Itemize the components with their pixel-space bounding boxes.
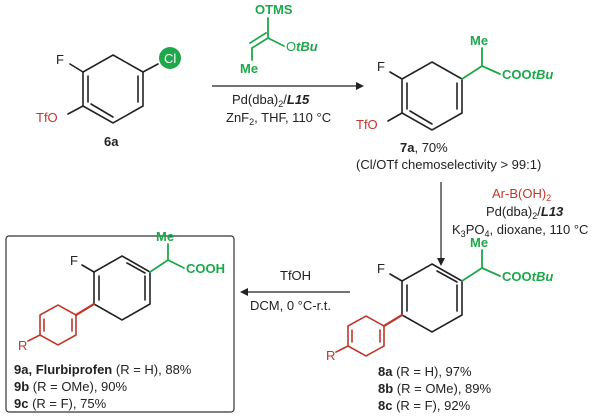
me-label: Me [156, 229, 174, 244]
step3-conditions: DCM, 0 °C-r.t. [250, 298, 331, 313]
step2-arrow [437, 182, 445, 266]
benzene-ring [401, 61, 463, 131]
compound-8-structure: Me COOtBu F R 8a (R = H), 97% 8b (R = OM… [326, 235, 553, 413]
benzene-ring-lower [347, 315, 385, 357]
ester-label: COOtBu [502, 269, 553, 284]
benzene-ring-lower [39, 304, 77, 346]
compound-7a-structure: Me COOtBu F TfO 7a, 70% (Cl/OTf chemosel… [356, 33, 553, 172]
triflate-label: TfO [36, 110, 58, 125]
fluoro-label: F [70, 253, 78, 268]
step1-conditions: ZnF2, THF, 110 °C [226, 110, 331, 127]
fluoro-label: F [377, 59, 385, 74]
result-9c: 9c (R = F), 75% [14, 396, 107, 411]
r-group-label: R [18, 338, 27, 353]
acid-label: COOH [186, 261, 225, 276]
result-9b: 9b (R = OMe), 90% [14, 379, 128, 394]
compound-7a-yield: 7a, 70% [400, 140, 448, 155]
me-label: Me [470, 33, 488, 48]
chlorine-highlight [159, 47, 181, 69]
benzene-ring [82, 54, 144, 124]
r-group-label: R [326, 348, 335, 363]
step3-reagent: TfOH [280, 268, 311, 283]
step1-arrow [212, 82, 364, 90]
chemoselectivity-note: (Cl/OTf chemoselectivity > 99:1) [356, 157, 541, 172]
step3-arrow [240, 288, 350, 296]
biaryl-bond [74, 302, 96, 317]
triflate-label: TfO [356, 117, 378, 132]
me-label: Me [470, 235, 488, 250]
compound-9-structure: Me COOH F R 9a, Flurbiprofen (R = H), 88… [14, 229, 225, 411]
fluoro-label: F [377, 261, 385, 276]
result-8a: 8a (R = H), 97% [378, 364, 472, 379]
result-8c: 8c (R = F), 92% [378, 398, 471, 413]
silyl-ketene-acetal: OTMS O tBu Me [240, 2, 318, 76]
benzene-ring-upper [401, 263, 463, 333]
tbu-label: tBu [296, 39, 318, 54]
step2-boronic-acid: Ar-B(OH)2 [492, 186, 551, 203]
product-box [5, 235, 235, 413]
compound-6a-structure: Cl F TfO 6a [36, 47, 181, 149]
step2-conditions: K3PO4, dioxane, 110 °C [452, 222, 588, 239]
biaryl-bond [382, 313, 404, 328]
result-9a: 9a, Flurbiprofen (R = H), 88% [14, 362, 192, 377]
chlorine-label: Cl [164, 51, 176, 66]
otms-label: OTMS [255, 2, 293, 17]
benzene-ring-upper [93, 255, 151, 321]
fluoro-label: F [56, 52, 64, 67]
o-label: O [286, 39, 296, 54]
me-label: Me [240, 61, 258, 76]
step1-catalyst: Pd(dba)2/L15 [232, 92, 310, 109]
ester-label: COOtBu [502, 67, 553, 82]
step2-catalyst: Pd(dba)2/L13 [486, 204, 564, 221]
compound-6a-label: 6a [104, 134, 119, 149]
result-8b: 8b (R = OMe), 89% [378, 381, 492, 396]
